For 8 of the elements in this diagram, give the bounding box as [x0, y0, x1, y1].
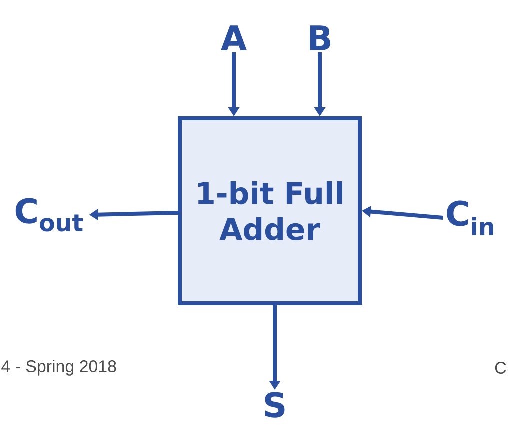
signal-label: A: [221, 26, 247, 50]
footer-text: C: [495, 362, 506, 374]
signal-label: C$_{out}$: [16, 198, 84, 232]
signal-label: S: [265, 392, 285, 418]
adder-box: 1-bit Full Adder: [178, 116, 362, 306]
signal-label: C$_{in}$: [447, 200, 494, 236]
footer-text: 4 - Spring 2018: [2, 360, 116, 376]
signal-label: B: [310, 26, 331, 50]
